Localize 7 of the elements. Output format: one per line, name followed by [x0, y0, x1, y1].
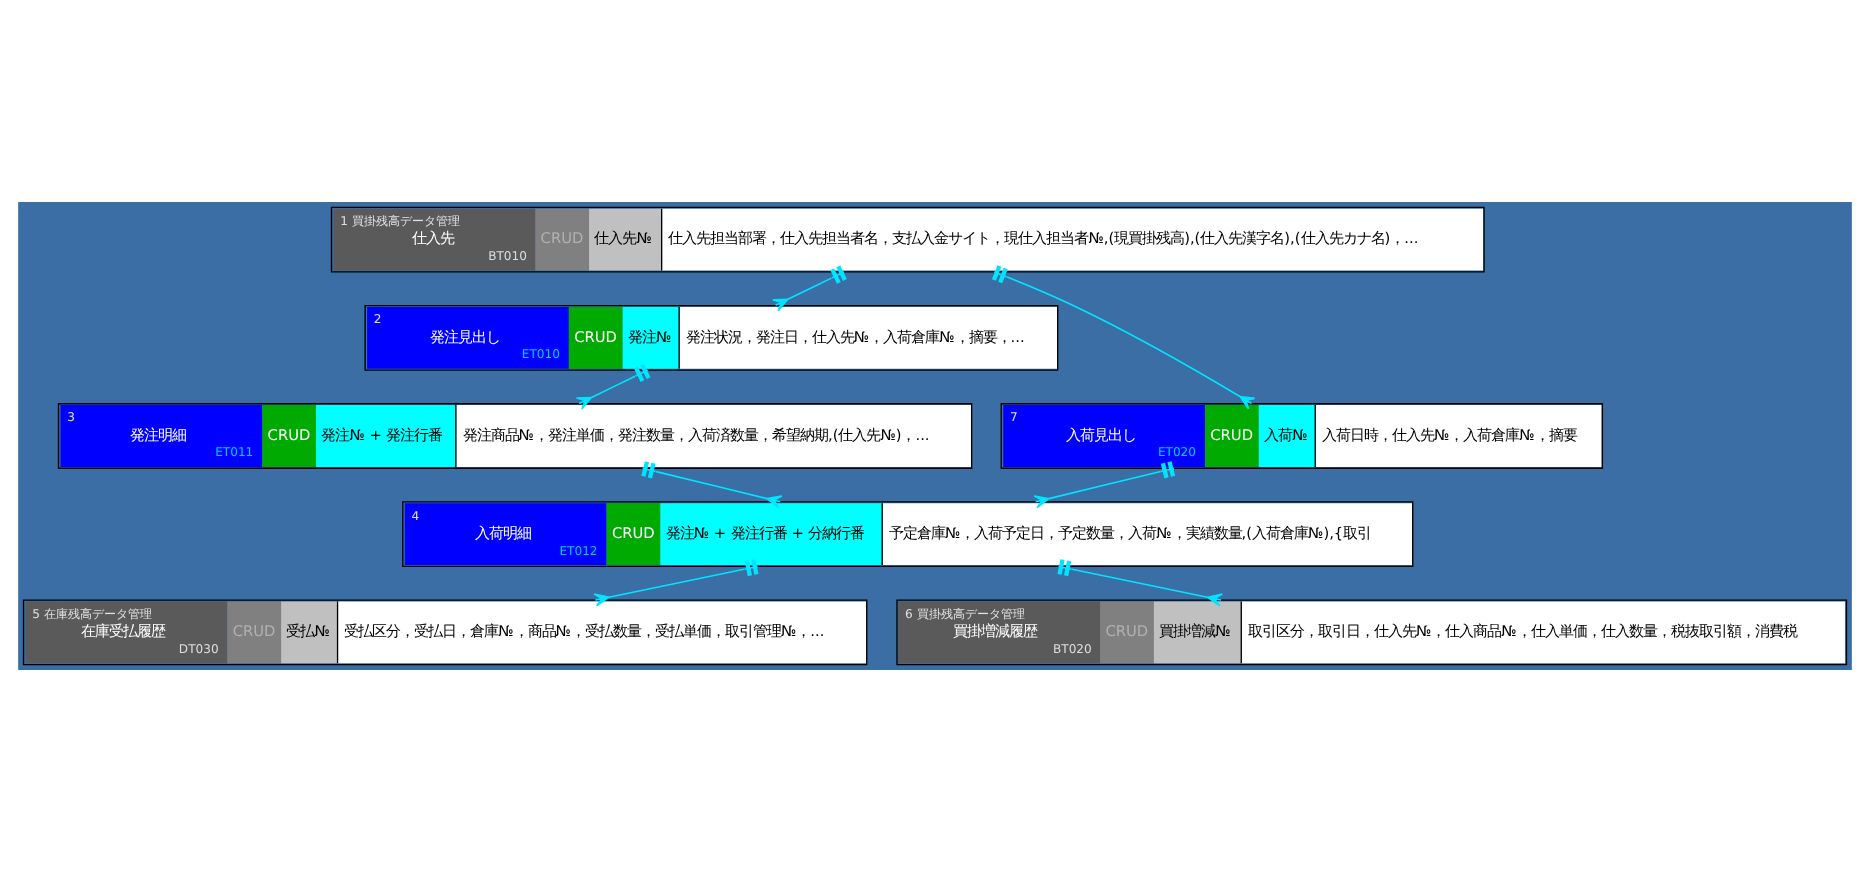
- connector: [991, 264, 1256, 409]
- connector: [593, 558, 759, 606]
- connector: [772, 264, 847, 311]
- connector: [1033, 460, 1176, 508]
- connector: [575, 362, 651, 409]
- connector: [641, 460, 783, 508]
- connector: [1057, 558, 1224, 606]
